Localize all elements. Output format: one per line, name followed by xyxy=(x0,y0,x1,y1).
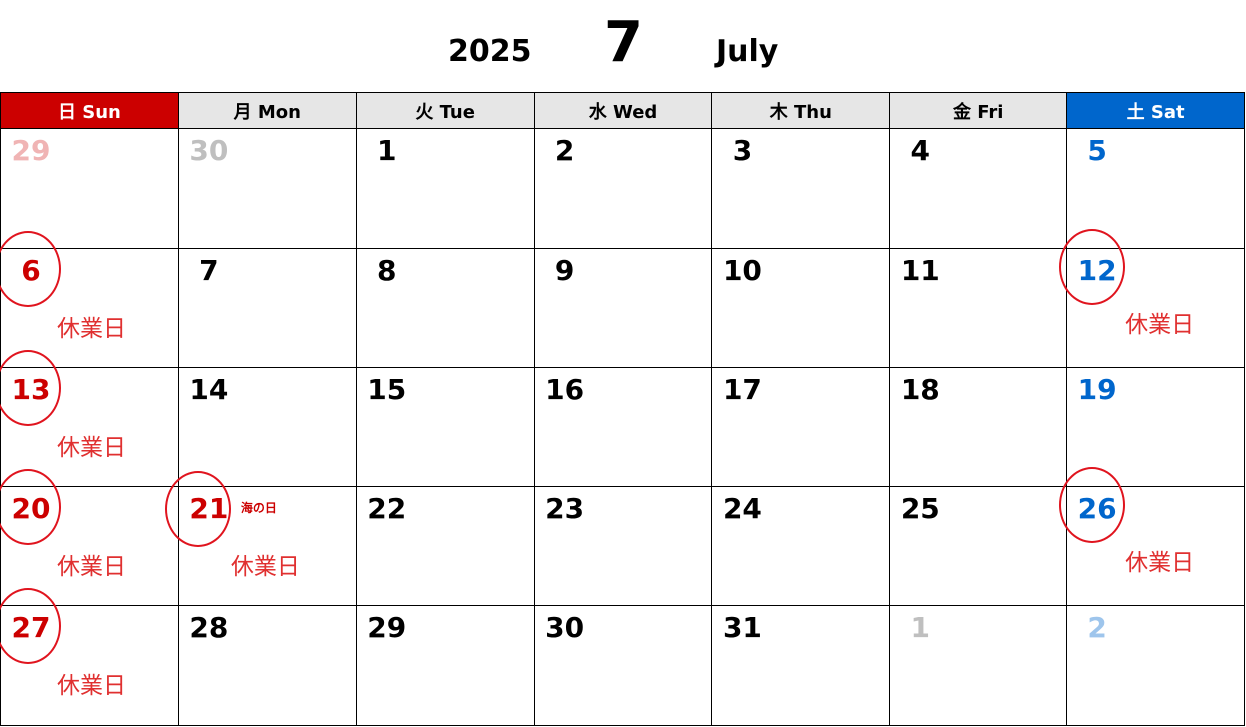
day-number: 9 xyxy=(554,254,575,287)
day-cell: 30 xyxy=(178,129,357,249)
day-number: 1 xyxy=(910,611,931,644)
day-cell: 24 xyxy=(712,487,891,606)
closed-day-label: 休業日 xyxy=(57,316,126,342)
closed-day-circle xyxy=(0,588,61,664)
day-cell: 29 xyxy=(1,129,179,249)
day-cell: 17 xyxy=(712,368,891,487)
day-cell: 23 xyxy=(534,487,713,606)
day-number: 17 xyxy=(722,373,762,406)
day-number: 30 xyxy=(545,611,585,644)
day-number: 10 xyxy=(722,254,762,287)
day-number: 3 xyxy=(732,134,753,167)
day-number: 8 xyxy=(376,254,397,287)
weekday-header-sat: 土 Sat xyxy=(1067,93,1246,129)
day-cell: 16 xyxy=(534,368,713,487)
day-number: 2 xyxy=(1087,611,1107,644)
day-cell: 2 xyxy=(534,129,713,249)
day-number: 31 xyxy=(722,611,762,644)
day-cell: 29 xyxy=(356,606,535,726)
day-cell: 28 xyxy=(178,606,357,726)
holiday-name: 海の日 xyxy=(240,501,277,515)
day-cell: 14 xyxy=(178,368,357,487)
day-cell: 3 xyxy=(712,129,891,249)
closed-day-circle xyxy=(1059,467,1126,543)
closed-day-circle xyxy=(164,471,231,547)
weekday-header-tue: 火 Tue xyxy=(356,93,535,129)
weekday-header-row: 日 Sun 月 Mon 火 Tue 水 Wed 木 Thu 金 Fri 土 Sa… xyxy=(1,93,1246,129)
day-cell: 18 xyxy=(890,368,1068,487)
weekday-header-wed: 水 Wed xyxy=(534,93,713,129)
day-cell: 4 xyxy=(890,129,1068,249)
day-cell: 8 xyxy=(356,249,535,368)
day-cell: 19 xyxy=(1067,368,1246,487)
closed-day-label: 休業日 xyxy=(1125,312,1195,338)
day-number: 15 xyxy=(367,373,407,406)
day-number: 16 xyxy=(545,373,585,406)
day-number: 29 xyxy=(11,134,51,167)
calendar-grid: 日 Sun 月 Mon 火 Tue 水 Wed 木 Thu 金 Fri 土 Sa… xyxy=(0,92,1246,726)
weekday-header-sun: 日 Sun xyxy=(1,93,179,129)
day-cell: 1 xyxy=(356,129,535,249)
weekday-header-thu: 木 Thu xyxy=(712,93,891,129)
day-number: 14 xyxy=(189,373,229,406)
closed-day-label: 休業日 xyxy=(57,673,126,699)
day-number: 25 xyxy=(900,492,940,525)
day-cell: 25 xyxy=(890,487,1068,606)
week-row: 29 30 1 2 3 4 5 xyxy=(1,129,1246,249)
day-number: 11 xyxy=(900,254,940,287)
day-number: 23 xyxy=(545,492,585,525)
day-number: 7 xyxy=(199,254,219,287)
day-cell: 1 xyxy=(890,606,1068,726)
weekday-header-mon: 月 Mon xyxy=(178,93,357,129)
closed-day-label: 休業日 xyxy=(57,554,126,580)
closed-day-circle xyxy=(0,231,61,307)
day-number: 5 xyxy=(1087,134,1107,167)
closed-day-circle xyxy=(0,469,61,545)
day-cell: 11 xyxy=(890,249,1068,368)
day-cell: 30 xyxy=(534,606,713,726)
day-cell: 15 xyxy=(356,368,535,487)
day-number: 1 xyxy=(376,134,397,167)
day-number: 29 xyxy=(367,611,407,644)
day-cell: 2 xyxy=(1067,606,1246,726)
closed-day-label: 休業日 xyxy=(230,554,300,580)
closed-day-label: 休業日 xyxy=(1125,550,1195,576)
day-cell: 7 xyxy=(178,249,357,368)
day-number: 18 xyxy=(900,373,940,406)
day-number: 4 xyxy=(910,134,931,167)
closed-day-circle xyxy=(0,350,61,426)
day-number: 24 xyxy=(722,492,762,525)
closed-day-circle xyxy=(1059,229,1126,305)
weekday-header-fri: 金 Fri xyxy=(890,93,1068,129)
day-number: 2 xyxy=(554,134,575,167)
day-cell: 9 xyxy=(534,249,713,368)
day-number: 19 xyxy=(1077,373,1117,406)
day-cell: 22 xyxy=(356,487,535,606)
title-month-name: July xyxy=(716,34,779,69)
day-cell: 31 xyxy=(712,606,891,726)
title-month-number: 7 xyxy=(604,10,643,75)
closed-day-label: 休業日 xyxy=(57,435,126,461)
day-cell: 5 xyxy=(1067,129,1246,249)
title-year: 2025 xyxy=(448,34,532,69)
day-cell: 10 xyxy=(712,249,891,368)
day-number: 28 xyxy=(189,611,229,644)
day-number: 22 xyxy=(367,492,407,525)
day-number: 30 xyxy=(189,134,229,167)
